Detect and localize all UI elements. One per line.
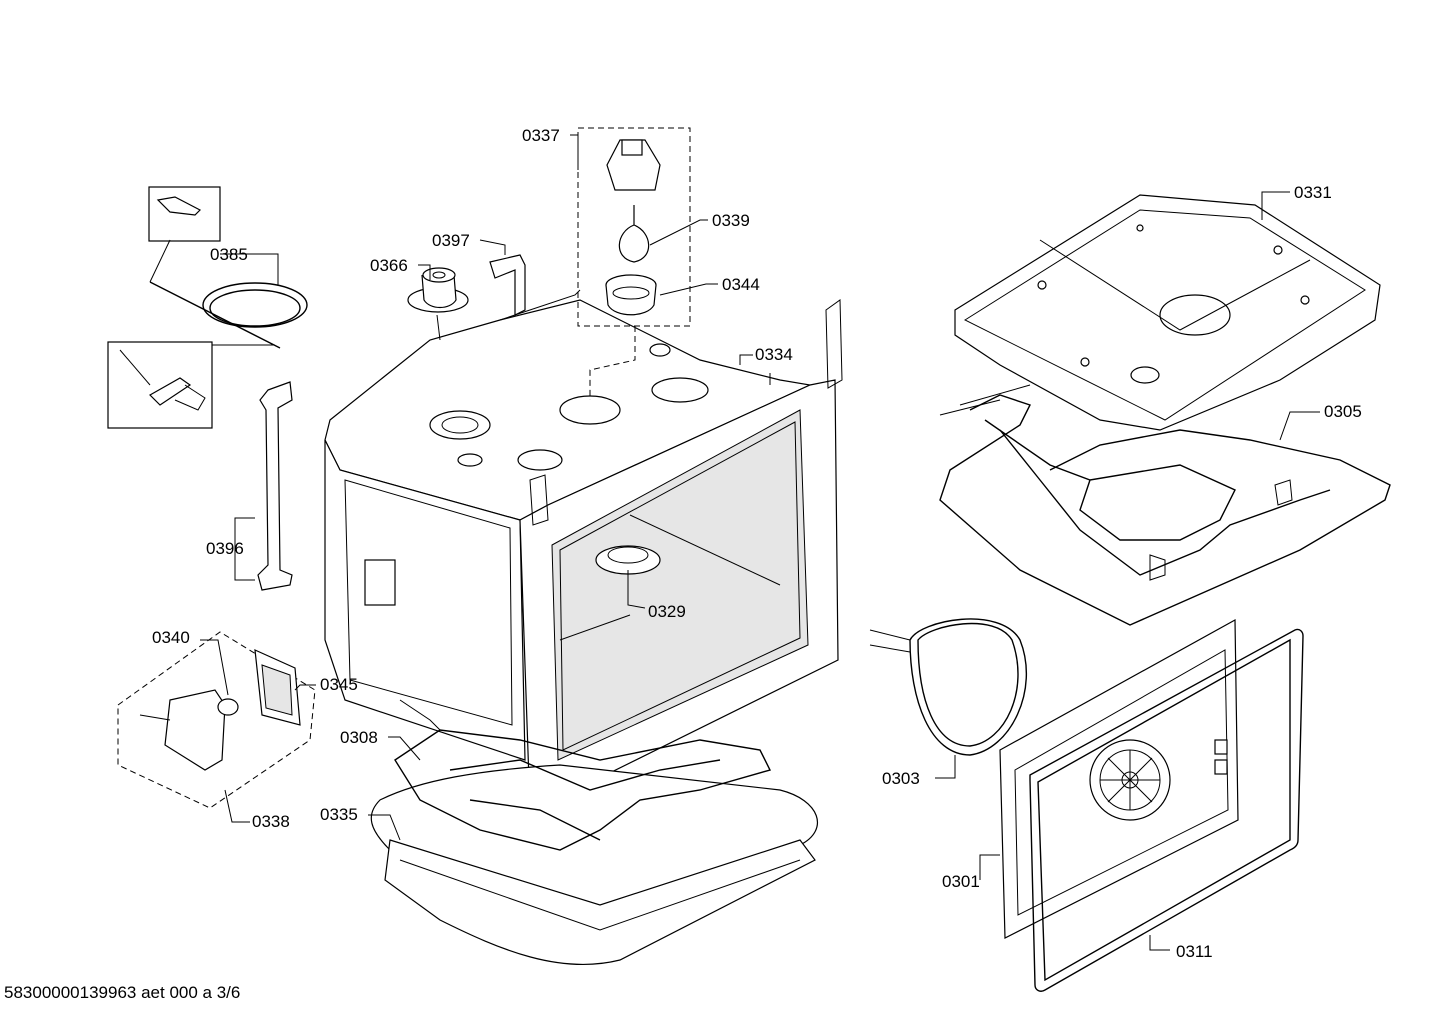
top-cover-0331 xyxy=(954,194,1381,431)
fan-cover-0329 xyxy=(595,545,661,609)
cap-0366 xyxy=(407,267,469,341)
bracket-0397 xyxy=(479,239,526,316)
bracket-0396 xyxy=(234,381,293,591)
label-0329: 0329 xyxy=(648,602,686,621)
lamp-group-0337 xyxy=(499,127,691,400)
sensor-cable-0385 xyxy=(107,186,308,429)
ring-heater-0303 xyxy=(869,618,1028,779)
label-0340: 0340 xyxy=(152,628,190,647)
label-0345: 0345 xyxy=(320,675,358,694)
label-0396: 0396 xyxy=(206,539,244,558)
document-footer-code: 58300000139963 aet 000 a 3/6 xyxy=(4,983,241,1002)
label-0338: 0338 xyxy=(252,812,290,831)
door-seal-0311 xyxy=(1029,628,1304,992)
label-0308: 0308 xyxy=(340,728,378,747)
label-0385: 0385 xyxy=(210,245,248,264)
label-0339: 0339 xyxy=(712,211,750,230)
rear-panel-0301 xyxy=(979,618,1239,939)
label-0311: 0311 xyxy=(1176,942,1213,961)
label-0334: 0334 xyxy=(755,345,793,364)
label-0337: 0337 xyxy=(522,126,560,145)
label-0305: 0305 xyxy=(1324,402,1362,421)
bottom-insulation xyxy=(370,764,818,966)
label-0344: 0344 xyxy=(722,275,760,294)
label-0366: 0366 xyxy=(370,256,408,275)
top-heater-0305 xyxy=(939,384,1391,626)
bottom-heater xyxy=(394,699,772,851)
label-0397: 0397 xyxy=(432,231,470,250)
label-0303: 0303 xyxy=(882,769,920,788)
oven-body xyxy=(324,299,843,816)
leader-lines xyxy=(220,134,1320,841)
label-0301: 0301 xyxy=(942,872,980,891)
label-0331: 0331 xyxy=(1294,183,1332,202)
switch-group-0338 xyxy=(117,631,316,809)
label-0335: 0335 xyxy=(320,805,358,824)
